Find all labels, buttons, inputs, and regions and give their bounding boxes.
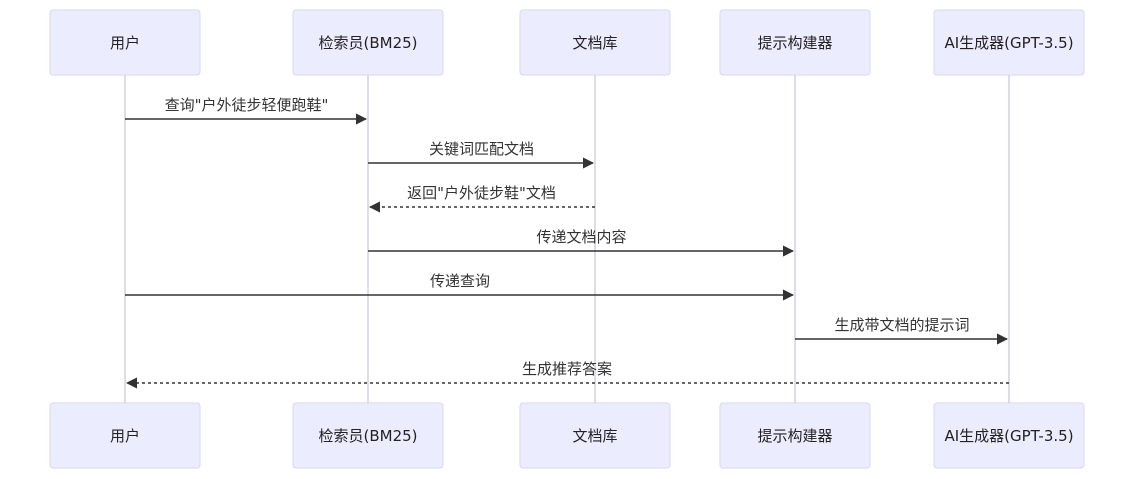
participant-retriever-top: 检索员(BM25) [292, 9, 444, 76]
participant-retriever-bottom: 检索员(BM25) [292, 402, 444, 469]
participant-box [519, 402, 671, 469]
lifelines [124, 75, 1010, 403]
message-label: 生成推荐答案 [522, 360, 612, 378]
participant-label: 检索员(BM25) [318, 427, 417, 445]
participant-box [49, 9, 201, 76]
participant-label: 检索员(BM25) [318, 34, 417, 52]
message-label: 传递查询 [430, 272, 490, 290]
message-label: 查询"户外徒步轻便跑鞋" [165, 96, 329, 114]
participant-prompt-bottom: 提示构建器 [719, 402, 871, 469]
message-6: 生成带文档的提示词 [795, 316, 1009, 345]
participant-box [49, 402, 201, 469]
message-4: 传递文档内容 [368, 228, 795, 257]
participant-prompt-top: 提示构建器 [719, 9, 871, 76]
participant-label: 提示构建器 [757, 427, 832, 445]
participant-label: 文档库 [572, 427, 617, 445]
participant-box [719, 402, 871, 469]
participant-box [292, 9, 444, 76]
participant-label: AI生成器(GPT-3.5) [944, 427, 1073, 445]
message-label: 传递文档内容 [536, 228, 626, 246]
message-3: 返回"户外徒步鞋"文档 [368, 184, 595, 213]
participant-generator-top: AI生成器(GPT-3.5) [933, 9, 1085, 76]
participant-user-bottom: 用户 [49, 402, 201, 469]
participant-docstore-bottom: 文档库 [519, 402, 671, 469]
participant-label: 文档库 [572, 34, 617, 52]
message-2: 关键词匹配文档 [368, 140, 595, 169]
messages: 查询"户外徒步轻便跑鞋" 关键词匹配文档返回"户外徒步鞋"文档传递文档内容传递查询… [125, 96, 1009, 389]
participant-box [719, 9, 871, 76]
message-label: 关键词匹配文档 [429, 140, 534, 158]
message-1: 查询"户外徒步轻便跑鞋" [125, 96, 368, 125]
participant-box [519, 9, 671, 76]
message-5: 传递查询 [125, 272, 795, 301]
participant-label: 用户 [110, 427, 140, 445]
participant-label: AI生成器(GPT-3.5) [944, 34, 1073, 52]
message-7: 生成推荐答案 [125, 360, 1009, 389]
participant-label: 用户 [110, 34, 140, 52]
participant-box [292, 402, 444, 469]
participant-box [933, 402, 1085, 469]
participant-box [933, 9, 1085, 76]
participant-label: 提示构建器 [757, 34, 832, 52]
participant-generator-bottom: AI生成器(GPT-3.5) [933, 402, 1085, 469]
participant-docstore-top: 文档库 [519, 9, 671, 76]
participant-user-top: 用户 [49, 9, 201, 76]
message-label: 返回"户外徒步鞋"文档 [407, 184, 556, 202]
message-label: 生成带文档的提示词 [834, 316, 969, 334]
